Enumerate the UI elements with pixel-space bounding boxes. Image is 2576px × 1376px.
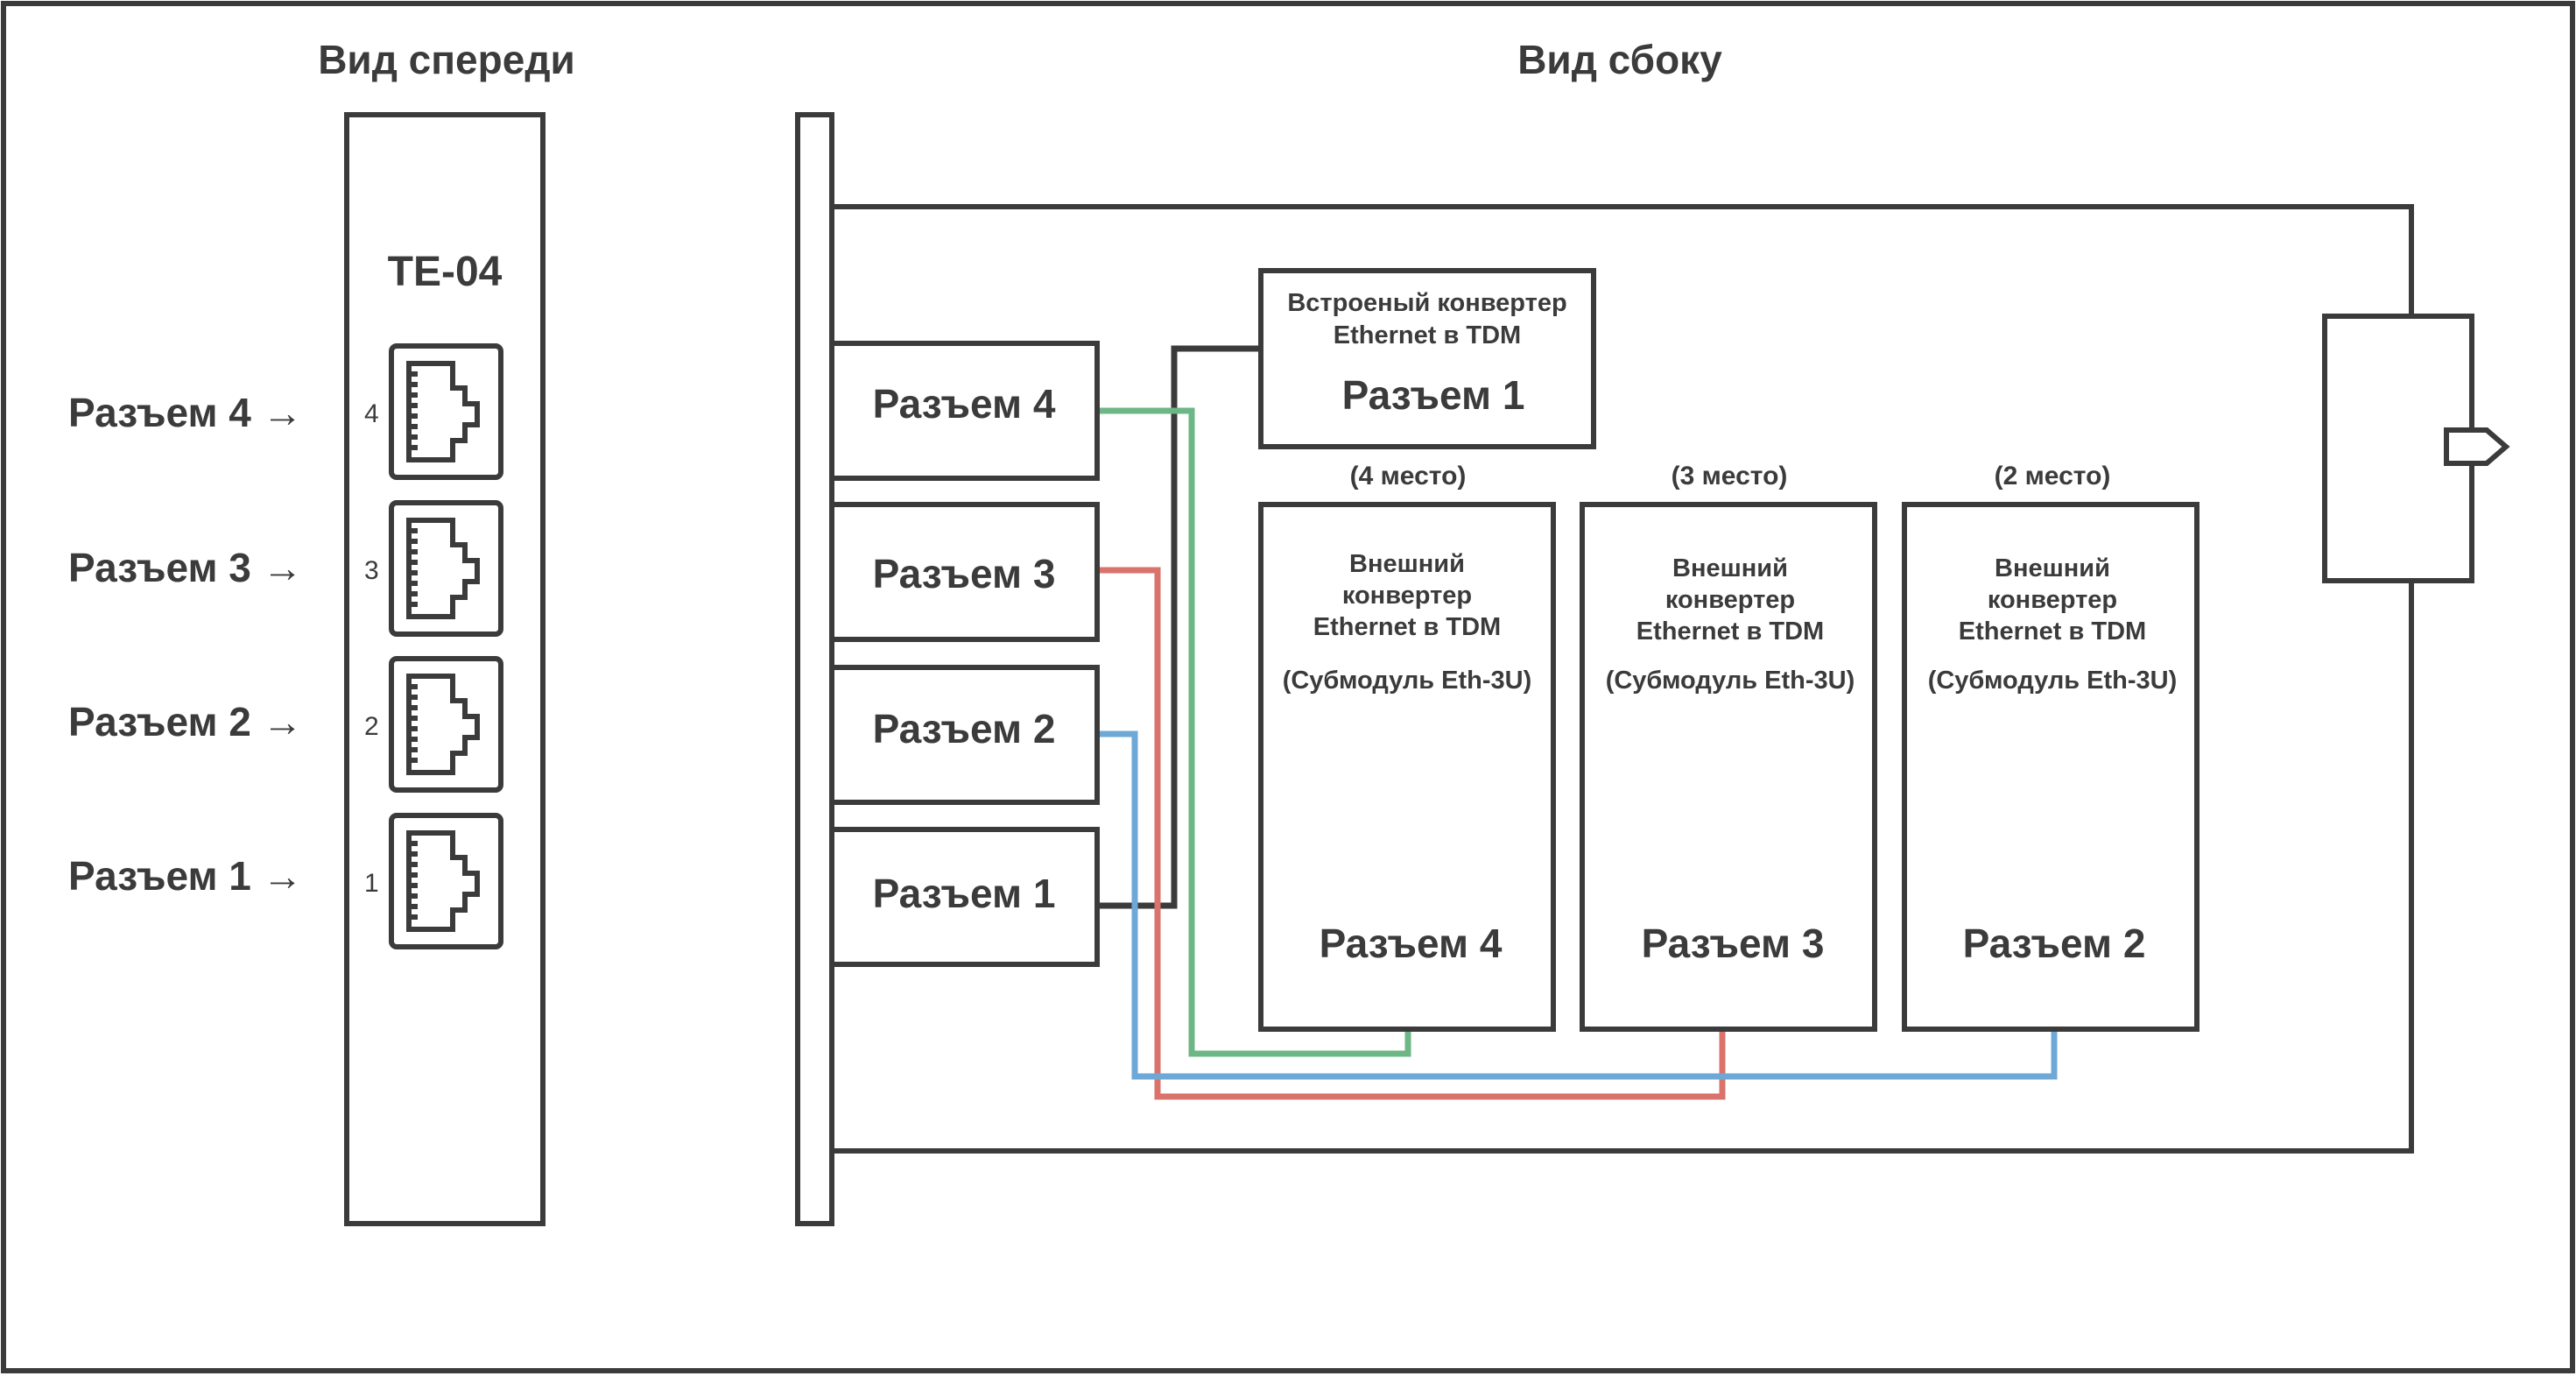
front-port-number-1: 1 [364,869,379,898]
converter-box-2 [1902,502,2199,1032]
builtin-converter-line2: Ethernet в TDM [1334,321,1521,349]
side-front-plate [795,112,834,1226]
side-view-title: Вид сбоку [1517,37,1722,82]
external-converter-place3: (3 место) Внешний конвертер Ethernet в T… [1580,462,1877,1032]
external-converter-place4: (4 место) Внешний конвертер Ethernet в T… [1258,462,1556,1032]
converter-box-3 [1580,502,1877,1032]
converter-4-line2: конвертер [1342,582,1472,610]
converter-4-connector: Разъем 4 [1320,921,1503,966]
converter-box-4 [1258,502,1556,1032]
rj45-port-4-icon [389,343,503,480]
front-port-label-3: Разъем 3 → [68,545,303,590]
wire-blue [1097,730,2058,1080]
side-connector-1-label: Разъем 1 [873,871,1056,916]
side-connector-2-label: Разъем 2 [873,706,1056,752]
front-port-label-2: Разъем 2 → [68,699,303,744]
side-connector-3-label: Разъем 3 [873,551,1056,596]
front-port-number-4: 4 [364,399,379,428]
rj45-port-3-icon [389,500,503,637]
converter-place-4: (4 место) [1350,462,1467,490]
converter-place-2: (2 место) [1995,462,2111,490]
converter-4-submodule: (Субмодуль Eth-3U) [1283,667,1532,695]
front-port-number-2: 2 [364,712,379,741]
builtin-converter [1258,268,1596,449]
converter-2-line3: Ethernet в TDM [1959,617,2146,646]
model-label: TE-04 [388,249,503,295]
converter-2-line1: Внешний [1995,554,2110,582]
side-connector-4 [829,341,1100,481]
converter-3-line3: Ethernet в TDM [1636,617,1824,646]
builtin-converter-line1: Встроеный конвертер [1287,289,1566,317]
builtin-converter-connector: Разъем 1 [1342,372,1525,418]
converter-place-3: (3 место) [1672,462,1788,490]
converter-3-submodule: (Субмодуль Eth-3U) [1606,667,1855,695]
converter-3-line1: Внешний [1672,554,1788,582]
front-port-label-4: Разъем 4 → [68,390,303,435]
wire-green [1097,407,1411,1057]
converter-2-submodule: (Субмодуль Eth-3U) [1928,667,2178,695]
side-connector-2 [829,665,1100,805]
backplane-pin-icon [2444,427,2510,466]
rj45-port-2-icon [389,656,503,793]
front-view-title: Вид спереди [318,37,575,82]
side-connector-1 [829,827,1100,967]
front-port-label-1: Разъем 1 → [68,853,303,899]
converter-2-line2: конвертер [1988,586,2117,614]
converter-4-line3: Ethernet в TDM [1313,613,1501,641]
external-converter-place2: (2 место) Внешний конвертер Ethernet в T… [1902,462,2199,1032]
front-port-number-3: 3 [364,556,379,585]
front-panel [344,112,545,1226]
side-connector-3 [829,502,1100,642]
converter-4-line1: Внешний [1349,550,1465,578]
rj45-port-1-icon [389,813,503,949]
converter-3-connector: Разъем 3 [1642,921,1825,966]
wire-builtin [1097,345,1261,909]
side-connector-4-label: Разъем 4 [873,381,1056,427]
converter-2-connector: Разъем 2 [1963,921,2146,966]
converter-3-line2: конвертер [1665,586,1795,614]
